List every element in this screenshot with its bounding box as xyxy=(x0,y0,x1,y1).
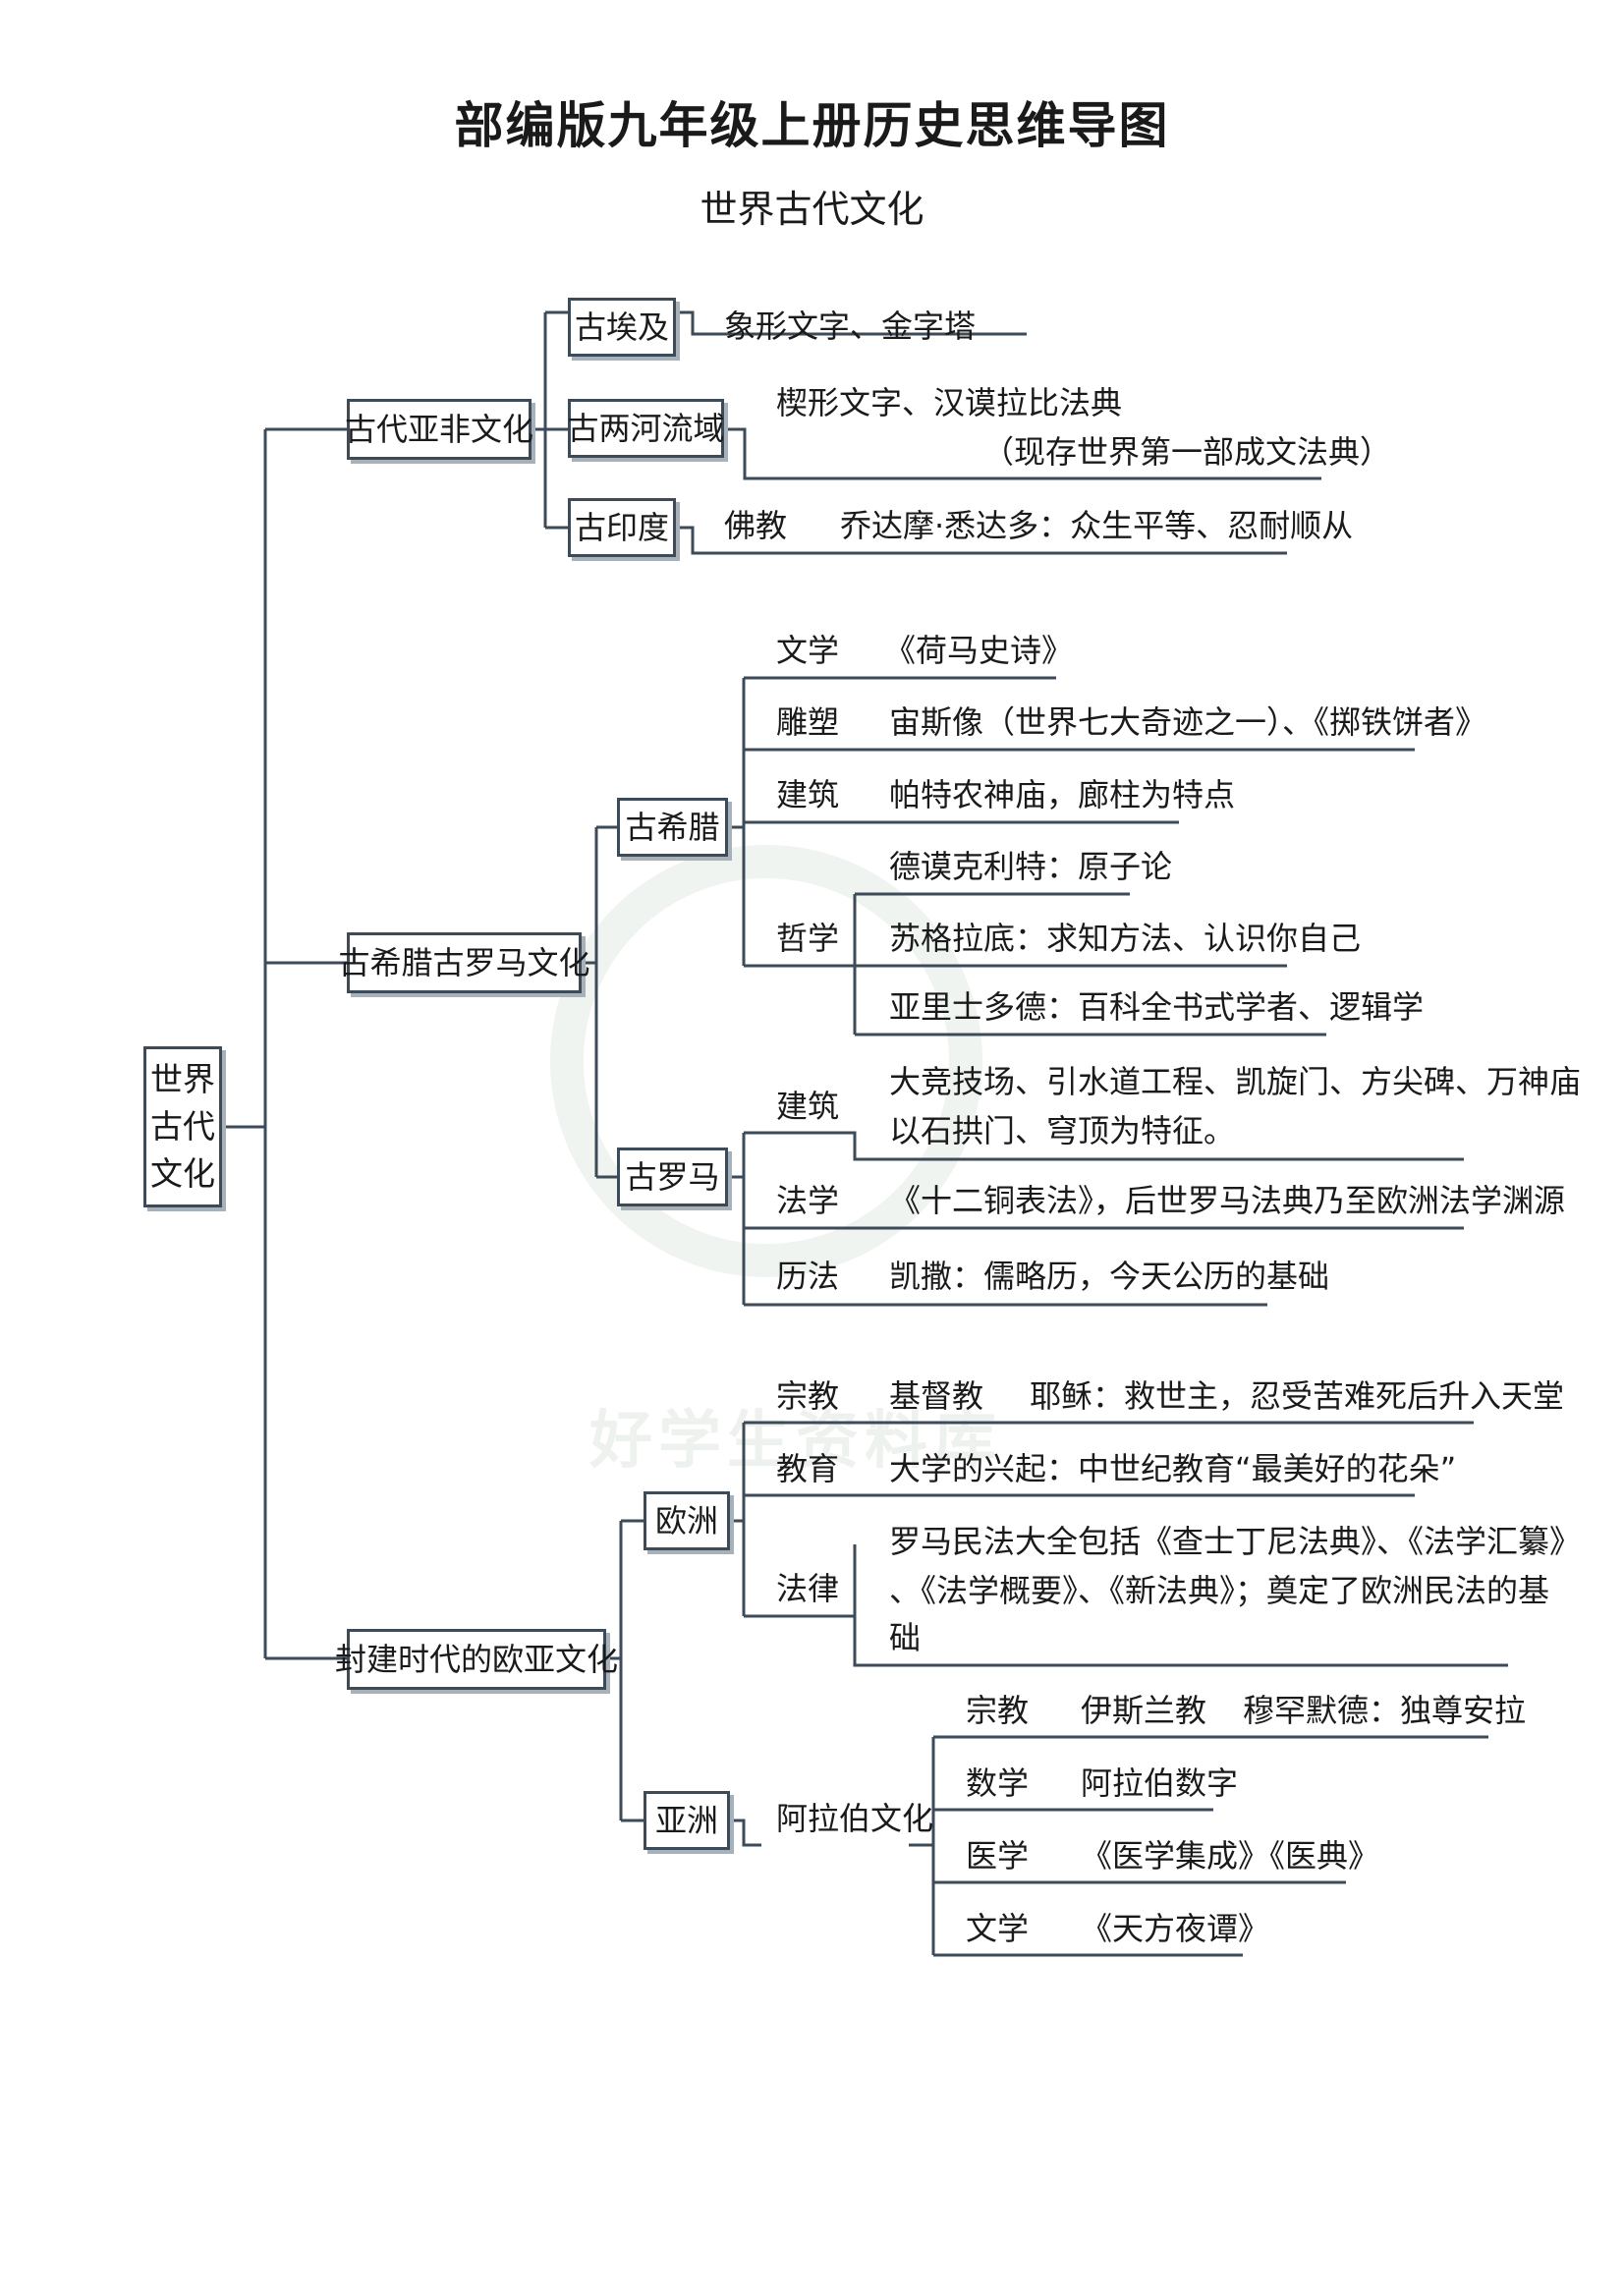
europe-rel-topic: 宗教 xyxy=(776,1377,840,1415)
node-europe: 欧洲 xyxy=(644,1491,730,1550)
asia-med-topic: 医学 xyxy=(966,1837,1030,1875)
greece-sculpt-text: 宙斯像（世界七大奇迹之一）、《掷铁饼者》 xyxy=(889,703,1487,741)
asia-culture: 阿拉伯文化 xyxy=(776,1800,934,1837)
europe-law-text-2: 、《法学概要》、《新法典》；奠定了欧洲民法的基 xyxy=(889,1572,1550,1609)
rome-law-text: 《十二铜表法》，后世罗马法典乃至欧洲法学渊源 xyxy=(889,1182,1566,1219)
greece-arch-topic: 建筑 xyxy=(776,776,840,813)
india-text: 乔达摩·悉达多：众生平等、忍耐顺从 xyxy=(840,507,1354,544)
europe-edu-topic: 教育 xyxy=(776,1450,840,1487)
root-line-3: 文化 xyxy=(150,1153,215,1193)
europe-law-topic: 法律 xyxy=(776,1570,840,1607)
greece-lit-text: 《荷马史诗》 xyxy=(884,632,1074,669)
rome-arch-text-1: 大竞技场、引水道工程、凯旋门、方尖碑、万神庙 xyxy=(889,1063,1582,1100)
asia-math-text: 阿拉伯数字 xyxy=(1081,1764,1239,1802)
egypt-text: 象形文字、金字塔 xyxy=(724,308,977,345)
asia-med-text: 《医学集成》《医典》 xyxy=(1081,1837,1380,1875)
europe-rel-sub: 基督教 xyxy=(889,1377,984,1415)
asia-rel-text: 穆罕默德：独尊安拉 xyxy=(1243,1692,1527,1729)
europe-law-text-3: 础 xyxy=(889,1619,922,1656)
greece-phil-2: 苏格拉底：求知方法、认识你自己 xyxy=(889,920,1362,957)
rome-cal-topic: 历法 xyxy=(776,1258,840,1295)
asia-math-topic: 数学 xyxy=(966,1764,1030,1802)
greece-arch-text: 帕特农神庙，廊柱为特点 xyxy=(889,776,1236,813)
node-asia: 亚洲 xyxy=(644,1791,730,1850)
asia-rel-sub: 伊斯兰教 xyxy=(1081,1692,1207,1729)
node-ancient-greece: 古希腊 xyxy=(617,798,728,857)
europe-law-text-1: 罗马民法大全包括《查士丁尼法典》、《法学汇纂》 xyxy=(889,1523,1582,1560)
asia-rel-topic: 宗教 xyxy=(966,1692,1030,1729)
rome-arch-topic: 建筑 xyxy=(776,1088,840,1125)
rome-law-topic: 法学 xyxy=(776,1182,840,1219)
branch-asia-africa: 古代亚非文化 xyxy=(345,399,533,460)
greece-phil-topic: 哲学 xyxy=(776,920,840,957)
europe-rel-text: 耶稣：救世主，忍受苦难死后升入天堂 xyxy=(1030,1377,1565,1415)
greece-sculpt-topic: 雕塑 xyxy=(776,703,840,741)
rome-cal-text: 凯撒：儒略历，今天公历的基础 xyxy=(889,1258,1330,1295)
page-title: 部编版九年级上册历史思维导图 xyxy=(454,97,1170,154)
asia-lit-topic: 文学 xyxy=(966,1910,1030,1947)
india-topic: 佛教 xyxy=(724,507,788,544)
asia-lit-text: 《天方夜谭》 xyxy=(1081,1910,1270,1947)
branch-feudal-eurasia: 封建时代的欧亚文化 xyxy=(335,1629,618,1690)
watermark-text: 好学生资料库 xyxy=(589,1405,1002,1478)
node-ancient-india: 古印度 xyxy=(568,498,676,557)
mesopotamia-text-1: 楔形文字、汉谟拉比法典 xyxy=(776,384,1123,421)
node-ancient-rome: 古罗马 xyxy=(617,1148,728,1206)
root-line-2: 古代 xyxy=(150,1107,215,1147)
page-subtitle: 世界古代文化 xyxy=(700,188,924,231)
greece-phil-1: 德谟克利特：原子论 xyxy=(889,848,1173,885)
europe-edu-text: 大学的兴起：中世纪教育“最美好的花朵” xyxy=(889,1450,1457,1487)
branch-greece-rome: 古希腊古罗马文化 xyxy=(339,932,590,993)
mesopotamia-text-2: （现存世界第一部成文法典） xyxy=(982,433,1392,471)
node-ancient-egypt: 古埃及 xyxy=(568,298,676,357)
greece-lit-topic: 文学 xyxy=(776,632,840,669)
greece-phil-3: 亚里士多德：百科全书式学者、逻辑学 xyxy=(889,988,1425,1026)
node-mesopotamia: 古两河流域 xyxy=(568,399,725,458)
root-line-1: 世界 xyxy=(150,1060,215,1099)
root-node: 世界 古代 文化 xyxy=(143,1046,222,1207)
rome-arch-text-2: 以石拱门、穹顶为特征。 xyxy=(889,1112,1236,1149)
